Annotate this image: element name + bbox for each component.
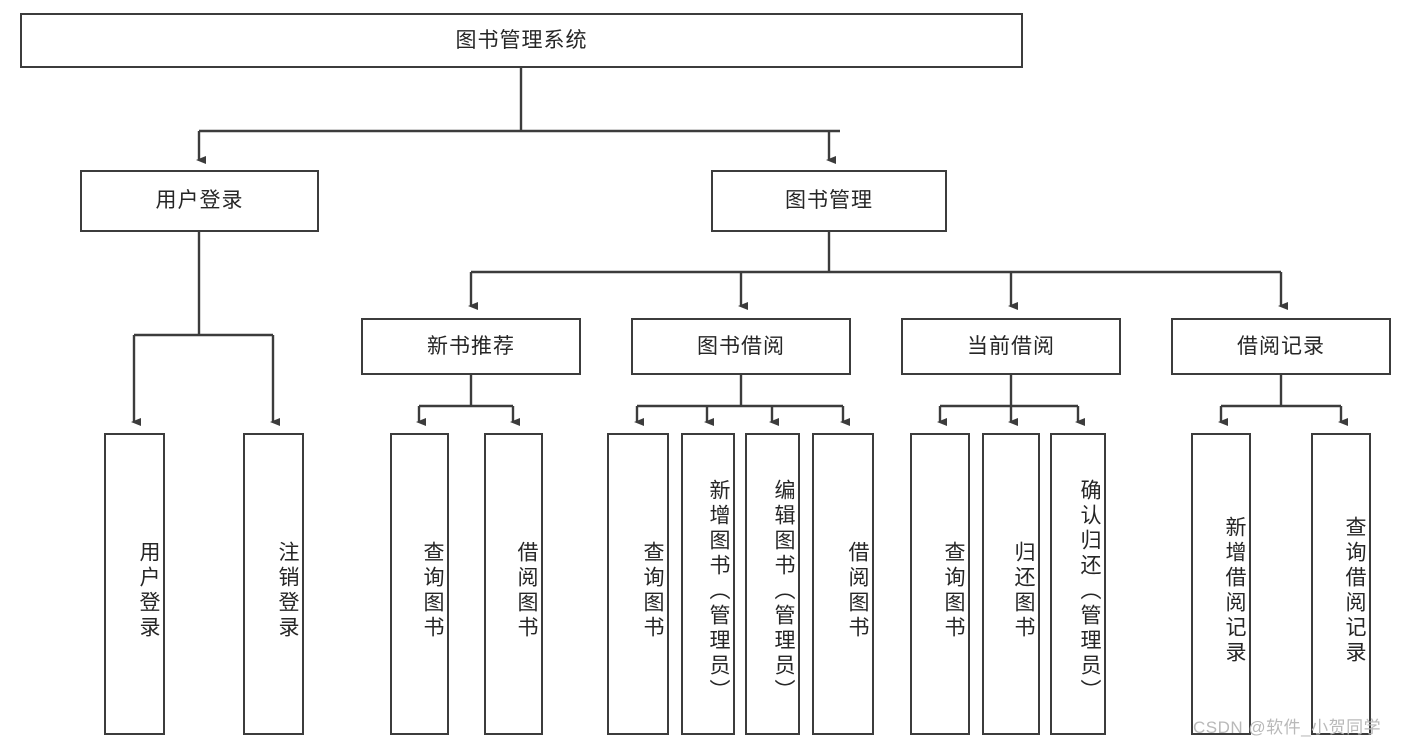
node-book-management[interactable]: 图书管理 [711,170,947,232]
leaf-borrow-book-recommend[interactable]: 借阅图书 [484,433,543,735]
node-label: 借阅图书 [515,541,538,641]
leaf-add-borrow-record[interactable]: 新增借阅记录 [1191,433,1251,735]
node-label: 归还图书 [1012,541,1035,641]
leaf-query-book-recommend[interactable]: 查询图书 [390,433,449,735]
node-label: 编辑图书（管理员） [772,478,795,704]
node-label: 借阅图书 [846,541,869,641]
node-label: 用户登录 [155,189,244,213]
node-label: 确认归还（管理员） [1078,478,1101,704]
leaf-edit-book-admin[interactable]: 编辑图书（管理员） [745,433,800,735]
node-label: 图书管理系统 [455,28,588,52]
leaf-borrow-book[interactable]: 借阅图书 [812,433,874,735]
node-label: 图书管理 [785,189,873,213]
node-user-login[interactable]: 用户登录 [80,170,319,232]
leaf-logout-login[interactable]: 注销登录 [243,433,304,735]
leaf-confirm-return-admin[interactable]: 确认归还（管理员） [1050,433,1106,735]
node-borrow-record[interactable]: 借阅记录 [1171,318,1391,375]
node-label: 新增借阅记录 [1223,516,1246,666]
node-label: 查询图书 [641,541,664,641]
leaf-user-login[interactable]: 用户登录 [104,433,165,735]
csdn-watermark: CSDN @软件_小贺同学 [1193,718,1382,737]
node-label: 当前借阅 [967,334,1055,358]
leaf-return-book[interactable]: 归还图书 [982,433,1040,735]
node-label: 借阅记录 [1237,334,1325,358]
node-label: 用户登录 [137,541,160,641]
leaf-add-book-admin[interactable]: 新增图书（管理员） [681,433,735,735]
node-label: 查询图书 [421,541,444,641]
node-book-borrow[interactable]: 图书借阅 [631,318,851,375]
node-root-system[interactable]: 图书管理系统 [20,13,1023,68]
node-label: 新书推荐 [427,334,515,358]
leaf-query-book-current[interactable]: 查询图书 [910,433,970,735]
node-current-borrow[interactable]: 当前借阅 [901,318,1121,375]
node-label: 查询借阅记录 [1343,516,1366,666]
node-label: 图书借阅 [697,334,785,358]
node-new-book-recommend[interactable]: 新书推荐 [361,318,581,375]
leaf-query-borrow-record[interactable]: 查询借阅记录 [1311,433,1371,735]
node-label: 注销登录 [276,541,299,641]
node-label: 新增图书（管理员） [707,478,730,704]
node-label: 查询图书 [942,541,965,641]
leaf-query-book-borrow[interactable]: 查询图书 [607,433,669,735]
